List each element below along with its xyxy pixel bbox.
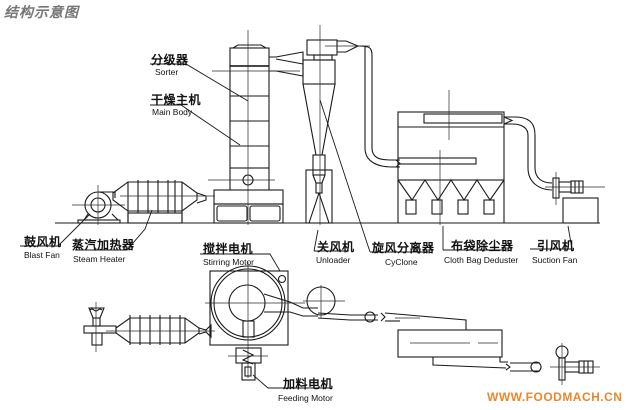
label-unloader-en: Unloader: [316, 255, 351, 265]
label-stirring-motor-zh: 搅拌电机: [203, 242, 254, 256]
main-body-drawing: [208, 30, 304, 225]
label-feeding-motor-en: Feeding Motor: [278, 393, 333, 403]
label-feeding-motor-zh: 加料电机: [283, 377, 334, 391]
duct-cyclone-to-baghouse: [357, 45, 401, 168]
label-stirring-motor-en: Stirring Motor: [203, 257, 255, 267]
label-blast-fan-zh: 鼓风机: [24, 235, 62, 249]
label-cloth-bag-zh: 布袋除尘器: [451, 239, 514, 253]
label-sorter-en: Sorter: [155, 67, 179, 77]
diagram-title: 结构示意图: [4, 5, 79, 21]
suction-fan-drawing: [545, 172, 605, 224]
bottom-main-body-drawing: [205, 262, 318, 381]
leader-lines: [20, 63, 573, 389]
label-cyclone-zh: 旋风分离器: [372, 241, 435, 255]
cyclone-drawing: [302, 25, 370, 225]
label-main-body-zh: 干燥主机: [151, 93, 202, 107]
blast-fan-drawing: [72, 185, 125, 225]
label-cyclone-en: CyClone: [385, 257, 418, 267]
label-blast-fan-en: Blast Fan: [24, 250, 60, 260]
label-unloader-zh: 关风机: [317, 240, 355, 254]
cloth-bag-deduster-drawing: [397, 90, 505, 225]
steam-heater-drawing: [112, 180, 215, 224]
label-steam-heater-zh: 蒸汽加热器: [72, 238, 135, 252]
label-suction-fan-en: Suction Fan: [532, 255, 578, 265]
label-cloth-bag-en: Cloth Bag Deduster: [444, 255, 519, 265]
bottom-heater-drawing: [106, 315, 215, 345]
label-main-body-en: Main Body: [152, 107, 193, 117]
bottom-baghouse-drawing: [397, 329, 511, 371]
bottom-suction-fan-drawing: [510, 343, 600, 385]
bottom-cyclone-and-ducts: [303, 285, 467, 330]
label-suction-fan-zh: 引风机: [537, 239, 575, 253]
duct-baghouse-to-fan: [503, 116, 553, 191]
label-steam-heater-en: Steam Heater: [73, 254, 126, 264]
watermark-link[interactable]: WWW.FOODMACH.CN: [487, 390, 623, 404]
feeder-hopper-drawing: [83, 302, 117, 352]
label-sorter-zh: 分级器: [151, 53, 189, 67]
